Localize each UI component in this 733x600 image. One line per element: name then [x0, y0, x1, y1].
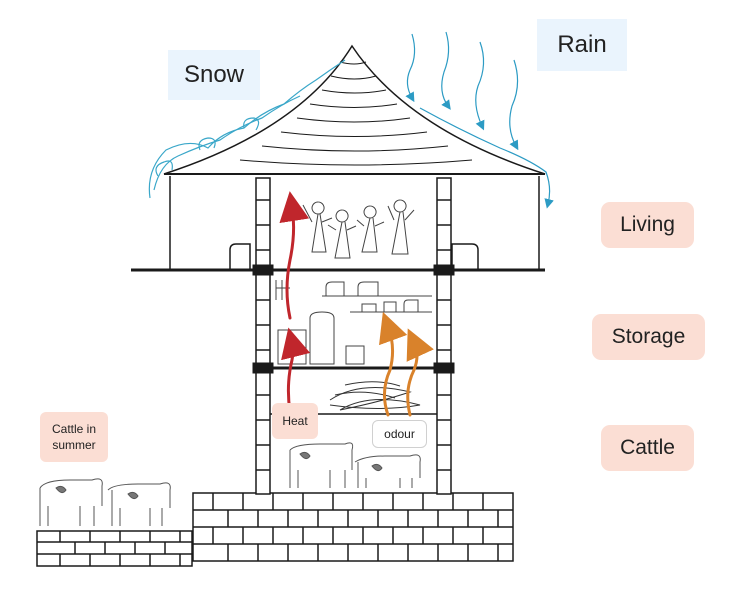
heat-label-text: Heat: [282, 413, 308, 428]
storage-label-text: Storage: [611, 324, 686, 348]
heat-arrows: [279, 191, 311, 414]
floor-lines: [131, 264, 545, 415]
roof: [163, 44, 546, 175]
cattle-label: Cattle: [601, 425, 694, 471]
cattle-in-summer-label-text: Cattle in summer: [51, 421, 97, 452]
storage-label: Storage: [592, 314, 705, 360]
living-label-text: Living: [620, 212, 675, 236]
tower-walls: [255, 177, 452, 495]
rain-label-text: Rain: [557, 30, 607, 58]
hay-icon: [329, 381, 421, 411]
cattle-in-summer-label: Cattle in summer: [40, 412, 108, 462]
odour-label-text: odour: [384, 426, 415, 441]
snow-squiggle: [148, 59, 346, 199]
cattle-label-text: Cattle: [620, 435, 675, 459]
rain-squiggles: [405, 31, 554, 209]
storage-items-icon: [275, 280, 432, 365]
snow-label-text: Snow: [183, 60, 245, 88]
summer-pasture-platform: [36, 530, 193, 567]
snow-label: Snow: [168, 50, 260, 100]
odour-label: odour: [372, 420, 427, 448]
cattle-outdoors-icon: [39, 478, 171, 526]
odour-arrows: [379, 311, 434, 417]
side-rooms: [169, 176, 540, 270]
living-label: Living: [601, 202, 694, 248]
living-people-icon: [302, 199, 415, 259]
rain-label: Rain: [537, 19, 627, 71]
heat-label: Heat: [272, 403, 318, 439]
cattle-indoors-icon: [289, 442, 421, 488]
foundation: [192, 492, 514, 562]
